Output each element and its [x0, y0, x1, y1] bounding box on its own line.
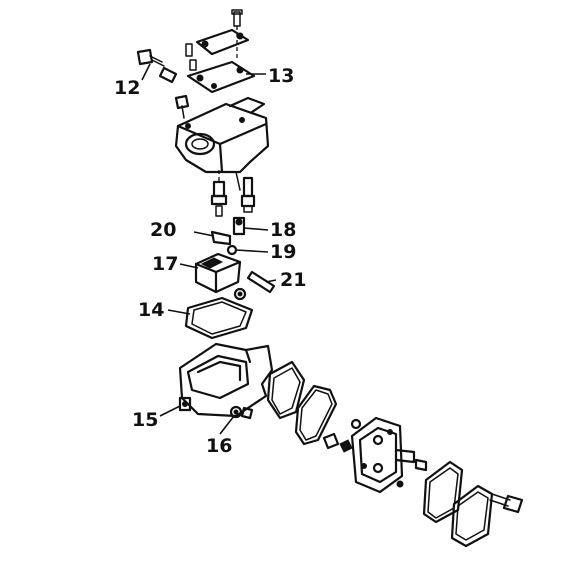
main-jet	[210, 170, 228, 217]
label-14: 14	[138, 299, 164, 321]
pump-diaphragm-b	[450, 484, 494, 548]
label-13: 13	[268, 65, 294, 87]
float-bowl	[178, 342, 274, 418]
label-15: 15	[132, 409, 158, 431]
float-seat	[233, 287, 247, 301]
washer-16	[229, 405, 254, 420]
body-screw	[174, 94, 190, 119]
label-19: 19	[270, 241, 296, 263]
label-20: 20	[150, 219, 176, 241]
gasket-14	[184, 296, 254, 340]
carburetor-body	[174, 96, 270, 191]
intake-gasket-a	[266, 360, 306, 420]
label-12: 12	[114, 77, 140, 99]
label-21: 21	[280, 269, 306, 291]
label-18: 18	[270, 219, 296, 241]
label-17: 17	[152, 253, 178, 275]
label-16: 16	[206, 435, 232, 457]
pump-fitting-right	[396, 458, 428, 488]
leader-lines	[141, 63, 277, 435]
float-17	[194, 252, 242, 294]
top-cover-plate	[185, 9, 250, 60]
screw-12	[136, 48, 178, 84]
float-pin-21	[246, 270, 276, 294]
pump-diaphragm-a	[422, 460, 464, 524]
diaphragm-plate	[186, 59, 256, 94]
float-arm-20	[210, 230, 232, 246]
fuel-pump-body	[350, 416, 416, 494]
clip-19	[226, 244, 238, 256]
pilot-screw	[240, 176, 256, 213]
intake-gasket-b	[294, 384, 338, 446]
needle-valve-18	[232, 216, 246, 236]
pump-cover-screw	[489, 493, 524, 514]
fitting-left	[322, 418, 362, 453]
